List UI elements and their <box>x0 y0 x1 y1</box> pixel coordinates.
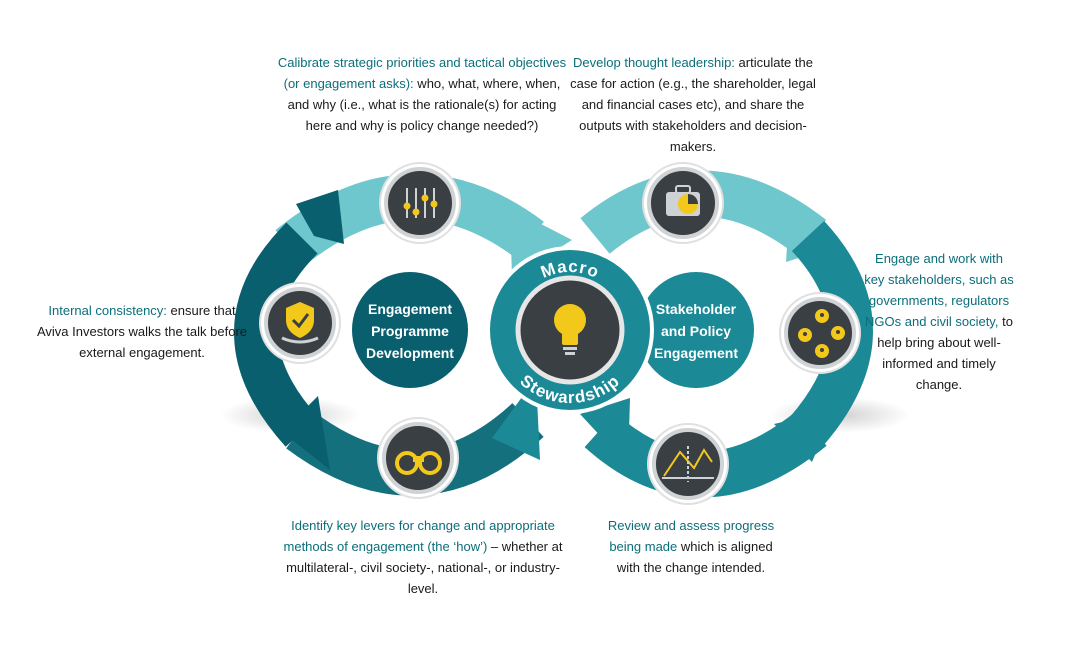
step-text-consistency: Internal consistency: ensure that Aviva … <box>36 300 248 363</box>
binoculars-icon <box>395 451 442 475</box>
step-highlight-calibrate: Calibrate strategic priorities and tacti… <box>277 55 567 91</box>
step-badge-engage-stakeholders <box>779 292 861 374</box>
step-highlight-thought-leadership: Develop thought leadership: <box>573 55 735 70</box>
shield-check-icon <box>281 302 319 344</box>
right-hub-line-3: Engagement <box>654 345 738 361</box>
step-text-calibrate: Calibrate strategic priorities and tacti… <box>276 52 568 136</box>
step-rest-levers: – whether at multilateral-, civil societ… <box>286 539 563 596</box>
step-rest-engage-stakeholders: to help bring about well-informed and ti… <box>877 314 1013 392</box>
briefcase-chart-icon <box>666 185 700 216</box>
lightbulb-icon <box>554 304 586 355</box>
left-hub-circle <box>352 272 468 388</box>
left-hub-line-1: Engagement <box>368 301 452 317</box>
step-text-levers: Identify key levers for change and appro… <box>282 515 564 599</box>
step-rest-consistency: ensure that Aviva Investors walks the ta… <box>36 303 248 360</box>
step-text-thought-leadership: Develop thought leadership: articulate t… <box>570 52 816 157</box>
step-rest-calibrate: who, what, where, when, and why (i.e., w… <box>287 76 561 133</box>
step-badge-review <box>647 423 729 505</box>
left-hub-line-3: Development <box>366 345 454 361</box>
step-badge-thought-leadership <box>642 162 724 244</box>
step-highlight-consistency: Internal consistency: <box>48 303 167 318</box>
right-hub-line-1: Stakeholder <box>656 301 737 317</box>
step-badge-consistency <box>259 282 341 364</box>
step-rest-thought-leadership: articulate the case for action (e.g., th… <box>570 55 816 154</box>
step-text-review: Review and assess progress being made wh… <box>602 515 780 578</box>
people-network-icon <box>798 309 845 358</box>
step-rest-review: which is aligned with the change intende… <box>616 539 773 575</box>
step-highlight-levers: Identify key levers for change and appro… <box>283 518 555 554</box>
center-badge: Macro Stewardship <box>486 246 654 414</box>
right-hub-circle <box>638 272 754 388</box>
step-highlight-review: Review and assess progress being made <box>607 518 775 554</box>
step-badge-calibrate <box>379 162 461 244</box>
step-badge-levers <box>377 417 459 499</box>
line-chart-icon <box>662 446 714 482</box>
step-text-engage-stakeholders: Engage and work with key stakeholders, s… <box>864 248 1014 395</box>
sliders-icon <box>403 188 438 218</box>
left-hub-line-2: Programme <box>371 323 449 339</box>
right-hub-line-2: and Policy <box>661 323 731 339</box>
step-highlight-engage-stakeholders: Engage and work with key stakeholders, s… <box>864 251 1014 329</box>
